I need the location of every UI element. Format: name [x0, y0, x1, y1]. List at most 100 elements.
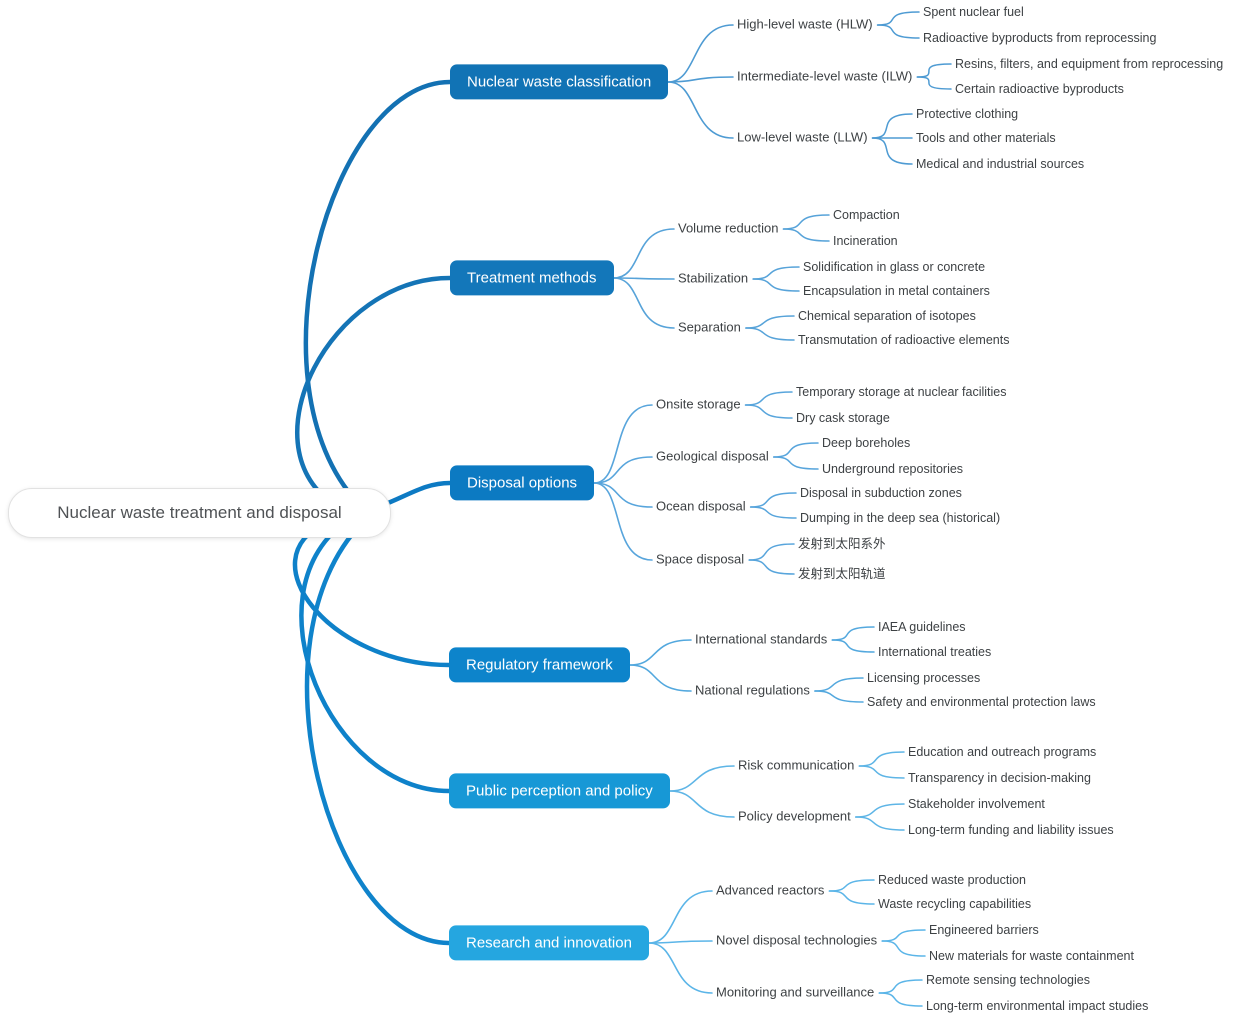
subtopic-ocean-disposal[interactable]: Ocean disposal — [656, 498, 746, 514]
connector-path — [782, 214, 830, 230]
connector-path — [854, 816, 905, 831]
connector-path — [628, 664, 692, 692]
leaf-waste-recycling-capabilities[interactable]: Waste recycling capabilities — [878, 896, 1032, 911]
connector-path — [648, 940, 713, 944]
leaf-leaf-2-3-0[interactable]: 发射到太阳系外 — [798, 536, 886, 551]
leaf-long-term-funding-and-liability-issues[interactable]: Long-term funding and liability issues — [908, 822, 1114, 837]
leaf-deep-boreholes[interactable]: Deep boreholes — [822, 435, 911, 450]
topic-regulatory-framework[interactable]: Regulatory framework — [449, 647, 630, 683]
connector-path — [292, 520, 452, 668]
connector-path — [748, 543, 795, 561]
connector-path — [612, 277, 675, 329]
connector-path — [593, 482, 653, 561]
leaf-long-term-environmental-impact-studies[interactable]: Long-term environmental impact studies — [926, 998, 1149, 1013]
leaf-engineered-barriers[interactable]: Engineered barriers — [929, 922, 1039, 937]
leaf-radioactive-byproducts-from-reprocessing[interactable]: Radioactive byproducts from reprocessing — [923, 30, 1157, 45]
topic-research-and-innovation[interactable]: Research and innovation — [449, 925, 649, 961]
connector-path — [748, 559, 795, 575]
subtopic-space-disposal[interactable]: Space disposal — [656, 551, 745, 567]
connector-path — [854, 803, 905, 818]
subtopic-intermediate-level-waste-ilw[interactable]: Intermediate-level waste (ILW) — [737, 68, 913, 84]
leaf-licensing-processes[interactable]: Licensing processes — [867, 670, 981, 685]
leaf-dry-cask-storage[interactable]: Dry cask storage — [796, 410, 890, 425]
connector-path — [744, 391, 793, 406]
connector-path — [831, 626, 875, 641]
subtopic-policy-development[interactable]: Policy development — [738, 808, 851, 824]
connector-path — [745, 327, 795, 341]
topic-public-perception-and-policy[interactable]: Public perception and policy — [449, 773, 670, 809]
connector-path — [878, 979, 923, 994]
subtopic-onsite-storage[interactable]: Onsite storage — [656, 396, 741, 412]
connector-path — [299, 520, 452, 794]
connector-path — [828, 879, 875, 892]
connector-path — [667, 76, 734, 83]
root-node[interactable]: Nuclear waste treatment and disposal — [8, 488, 391, 538]
connector-path — [814, 690, 864, 703]
connector-path — [782, 228, 830, 242]
connector-path — [871, 137, 913, 165]
leaf-remote-sensing-technologies[interactable]: Remote sensing technologies — [926, 972, 1090, 987]
leaf-compaction[interactable]: Compaction — [833, 207, 900, 222]
leaf-transmutation-of-radioactive-elements[interactable]: Transmutation of radioactive elements — [798, 332, 1010, 347]
leaf-leaf-2-3-1[interactable]: 发射到太阳轨道 — [798, 566, 886, 581]
leaf-temporary-storage-at-nuclear-facilities[interactable]: Temporary storage at nuclear facilities — [796, 384, 1007, 399]
topic-treatment-methods[interactable]: Treatment methods — [450, 260, 614, 296]
subtopic-national-regulations[interactable]: National regulations — [695, 682, 810, 698]
connector-path — [304, 520, 452, 946]
connector-path — [881, 940, 926, 957]
leaf-stakeholder-involvement[interactable]: Stakeholder involvement — [908, 796, 1045, 811]
subtopic-low-level-waste-llw[interactable]: Low-level waste (LLW) — [737, 129, 868, 145]
leaf-solidification-in-glass-or-concrete[interactable]: Solidification in glass or concrete — [803, 259, 986, 274]
subtopic-risk-communication[interactable]: Risk communication — [738, 757, 855, 773]
leaf-chemical-separation-of-isotopes[interactable]: Chemical separation of isotopes — [798, 308, 976, 323]
subtopic-international-standards[interactable]: International standards — [695, 631, 828, 647]
leaf-transparency-in-decision-making[interactable]: Transparency in decision-making — [908, 770, 1091, 785]
subtopic-stabilization[interactable]: Stabilization — [678, 270, 749, 286]
connector-path — [916, 76, 952, 90]
subtopic-separation[interactable]: Separation — [678, 319, 741, 335]
connector-path — [752, 266, 800, 280]
leaf-incineration[interactable]: Incineration — [833, 233, 898, 248]
connector-path — [749, 492, 797, 508]
leaf-disposal-in-subduction-zones[interactable]: Disposal in subduction zones — [800, 485, 962, 500]
connector-path — [876, 24, 920, 39]
subtopic-monitoring-and-surveillance[interactable]: Monitoring and surveillance — [716, 984, 875, 1000]
connector-path — [772, 456, 819, 470]
leaf-tools-and-other-materials[interactable]: Tools and other materials — [916, 130, 1056, 145]
leaf-new-materials-for-waste-containment[interactable]: New materials for waste containment — [929, 948, 1134, 963]
leaf-iaea-guidelines[interactable]: IAEA guidelines — [878, 619, 966, 634]
leaf-medical-and-industrial-sources[interactable]: Medical and industrial sources — [916, 156, 1085, 171]
subtopic-novel-disposal-technologies[interactable]: Novel disposal technologies — [716, 932, 878, 948]
subtopic-volume-reduction[interactable]: Volume reduction — [678, 220, 779, 236]
connector-path — [667, 81, 734, 139]
topic-nuclear-waste-classification[interactable]: Nuclear waste classification — [450, 64, 669, 100]
subtopic-geological-disposal[interactable]: Geological disposal — [656, 448, 769, 464]
connector-path — [814, 677, 864, 692]
leaf-protective-clothing[interactable]: Protective clothing — [916, 106, 1019, 121]
leaf-education-and-outreach-programs[interactable]: Education and outreach programs — [908, 744, 1097, 759]
leaf-international-treaties[interactable]: International treaties — [878, 644, 992, 659]
leaf-spent-nuclear-fuel[interactable]: Spent nuclear fuel — [923, 4, 1024, 19]
leaf-dumping-in-the-deep-sea-historical[interactable]: Dumping in the deep sea (historical) — [800, 510, 1001, 525]
leaf-certain-radioactive-byproducts[interactable]: Certain radioactive byproducts — [955, 81, 1124, 96]
subtopic-advanced-reactors[interactable]: Advanced reactors — [716, 882, 825, 898]
connector-path — [612, 277, 675, 280]
connector-path — [858, 751, 905, 767]
leaf-safety-and-environmental-protection-laws[interactable]: Safety and environmental protection laws — [867, 694, 1096, 709]
leaf-resins-filters-and-equipment-from-reprocessing[interactable]: Resins, filters, and equipment from repr… — [955, 56, 1224, 71]
connector-path — [744, 404, 793, 419]
connector-path — [749, 506, 797, 519]
connector-path — [628, 639, 692, 666]
leaf-encapsulation-in-metal-containers[interactable]: Encapsulation in metal containers — [803, 283, 990, 298]
topic-disposal-options[interactable]: Disposal options — [450, 465, 595, 501]
connector-path — [878, 992, 923, 1007]
leaf-underground-repositories[interactable]: Underground repositories — [822, 461, 964, 476]
connector-path — [294, 275, 453, 506]
leaf-reduced-waste-production[interactable]: Reduced waste production — [878, 872, 1027, 887]
connector-path — [648, 890, 713, 944]
connector-path — [745, 315, 795, 329]
subtopic-high-level-waste-hlw[interactable]: High-level waste (HLW) — [737, 16, 873, 32]
connector-path — [871, 113, 913, 139]
connector-path — [612, 228, 675, 279]
